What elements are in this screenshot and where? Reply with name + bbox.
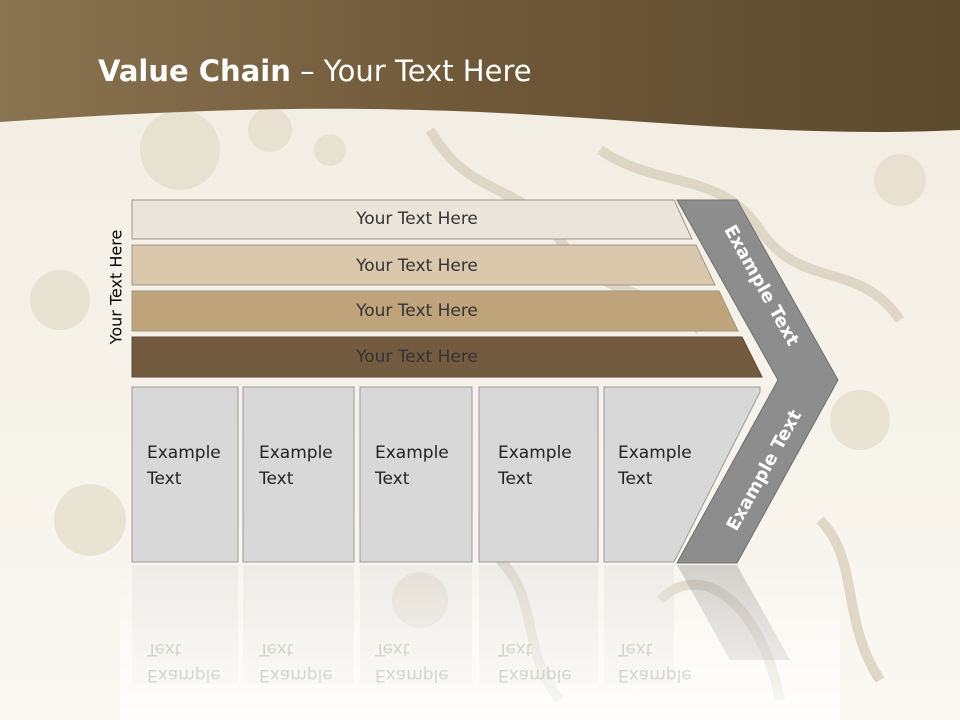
box-3-label: Example Text <box>375 443 449 489</box>
bar-4 <box>131 336 763 378</box>
bar-4-label: Your Text Here <box>356 347 478 367</box>
page-title: Value Chain – Your Text Here <box>98 54 532 88</box>
bar-3-label: Your Text Here <box>356 301 478 321</box>
box-3 <box>359 386 473 563</box>
box-4-label: Example Text <box>498 443 572 489</box>
box-2-label: Example Text <box>259 443 333 489</box>
bar-3 <box>131 290 739 332</box>
bar-2-label: Your Text Here <box>356 256 478 276</box>
box-3-reflection: Example Text <box>375 639 449 685</box>
box-5-label: Example Text <box>618 443 692 489</box>
box-1-label: Example Text <box>147 443 221 489</box>
box-4-reflection: Example Text <box>498 639 572 685</box>
box-5-reflection: Example Text <box>618 639 692 685</box>
box-1-reflection: Example Text <box>147 639 221 685</box>
bar-2 <box>131 244 716 286</box>
bar-1-label: Your Text Here <box>356 209 478 229</box>
box-5 <box>603 386 761 563</box>
bar-1 <box>131 199 693 240</box>
side-label: Your Text Here <box>106 229 126 345</box>
chevron-arrow <box>676 199 839 564</box>
box-2 <box>242 386 355 563</box>
header-band <box>0 0 960 133</box>
box-1 <box>131 386 239 563</box>
box-2-reflection: Example Text <box>259 639 333 685</box>
title-bold: Value Chain <box>98 54 291 88</box>
box-4 <box>478 386 599 563</box>
title-rest: – Your Text Here <box>290 54 532 88</box>
